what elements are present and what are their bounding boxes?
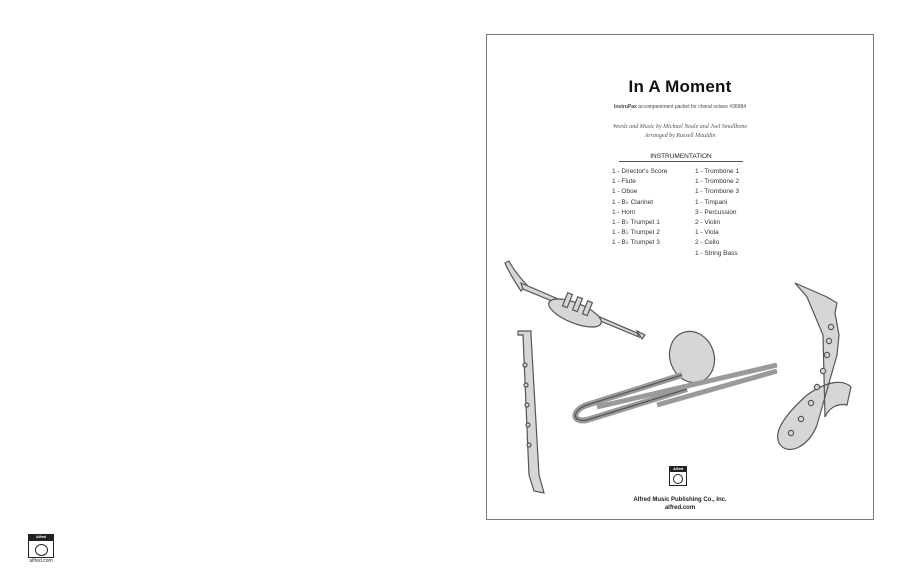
instrument-list-right: 1 - Trombone 1 1 - Trombone 2 1 - Trombo… — [695, 167, 739, 259]
instrument-item: 1 - Trombone 1 — [695, 168, 740, 175]
logo-wordmark: Alfred — [672, 467, 684, 471]
instrumentation-heading: INSTRUMENTATION — [619, 153, 743, 162]
instrument-item: 1 - Horn — [612, 208, 636, 216]
instrument-list-left: 1 - Director's Score 1 - Flute 1 - Oboe … — [612, 167, 667, 249]
credits-arranged: Arranged by Russell Mauldin — [644, 133, 716, 139]
instrument-item: 1 - Trombone 3 — [695, 188, 740, 196]
credits-words: Words and Music by Michael Neale and Joe… — [612, 124, 748, 130]
instrument-item: 2 - Cello — [695, 239, 720, 247]
subtitle-brand: InstruPax — [613, 104, 637, 110]
instrument-item: 1 - B♭ Trumpet 3 — [612, 239, 660, 247]
instrument-item: 1 - Oboe — [612, 188, 638, 196]
page-alfred-logo: Alfred — [28, 534, 54, 558]
trumpet-illustration — [504, 260, 646, 341]
instrument-item: 1 - B♭ Trumpet 2 — [612, 229, 660, 237]
publisher-url: alfred.com — [664, 505, 696, 511]
alfred-logo: Alfred — [669, 466, 687, 486]
publisher-name: Alfred Music Publishing Co., Inc. — [633, 497, 727, 503]
instrument-item: 1 - Trombone 2 — [695, 178, 740, 186]
cover-page: In A Moment InstruPax accompaniment pack… — [486, 34, 874, 520]
saxophone-illustration — [777, 282, 852, 450]
cover-subtitle: InstruPax accompaniment packet for chora… — [487, 104, 873, 110]
instrument-item: 1 - Viola — [695, 229, 719, 237]
page-logo-ring-icon — [35, 544, 48, 556]
cover-credits: Words and Music by Michael Neale and Joe… — [487, 123, 873, 141]
instrument-item: 1 - Flute — [612, 178, 636, 186]
trombone-illustration — [572, 330, 778, 424]
instrument-item: 1 - B♭ Clarinet — [612, 198, 653, 206]
logo-ring-icon — [673, 474, 683, 484]
clarinet-illustration — [517, 330, 545, 494]
page-logo-url: alfred.com — [29, 558, 53, 564]
instrument-illustrations — [504, 260, 852, 494]
instrument-item: 1 - B♭ Trumpet 1 — [612, 219, 660, 227]
instrument-item: 3 - Percussion — [695, 208, 737, 216]
instrument-item: 1 - String Bass — [695, 249, 738, 257]
instrument-item: 1 - Director's Score — [612, 168, 668, 175]
publisher-block: Alfred Music Publishing Co., Inc. alfred… — [487, 496, 873, 512]
instrument-item: 2 - Violin — [695, 219, 721, 227]
page-logo-wordmark: Alfred — [35, 535, 47, 539]
cover-title: In A Moment — [628, 77, 732, 96]
subtitle-text: accompaniment packet for choral octavo #… — [636, 104, 747, 110]
instrument-item: 1 - Timpani — [695, 198, 728, 206]
